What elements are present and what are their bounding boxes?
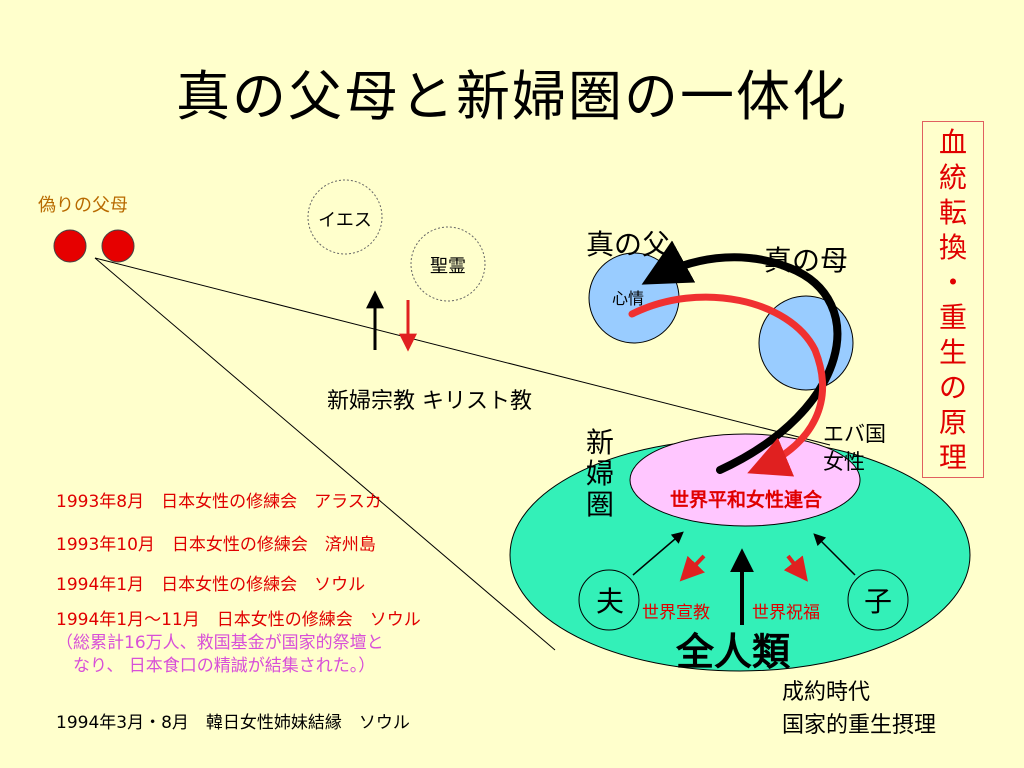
eva-nation-label: エバ国 女性	[823, 420, 886, 476]
blessing-arrow	[783, 554, 808, 582]
eva-nation-line: エバ国	[823, 422, 886, 446]
event-item-last: 1994年3月・8月 韓日女性姉妹結縁 ソウル	[56, 713, 410, 733]
bride-sphere-label: 新 婦 圏	[580, 427, 620, 520]
era-label: 成約時代 国家的重生摂理	[782, 676, 936, 742]
line-to-eva-nation	[94, 257, 831, 446]
jesus-circle	[307, 179, 383, 255]
principle-char: の	[938, 370, 967, 404]
event-long-note: なり、 日本食口の精誠が結集された。）	[56, 656, 376, 676]
era-line: 国家的重生摂理	[782, 713, 937, 738]
principle-char: 原	[938, 405, 967, 439]
world-mission-label: 世界宣教	[642, 603, 710, 623]
red-curved-arrow	[628, 293, 826, 477]
heart-label: 心情	[612, 289, 645, 308]
bride-religion-label: 新婦宗教 キリスト教	[327, 389, 532, 414]
holy-spirit-label: 聖霊	[430, 256, 466, 277]
mankind-label: 全人類	[676, 630, 791, 674]
black-curved-arrow	[641, 240, 842, 474]
event-long-note: （総累計16万人、救国基金が国家的祭壇と	[56, 633, 384, 653]
principle-char: 転	[938, 195, 967, 229]
principle-char: 理	[938, 440, 967, 474]
jesus-label: イエス	[318, 210, 372, 231]
principle-char: 血	[938, 125, 967, 159]
world-blessing-label: 世界祝福	[752, 603, 820, 623]
husband-circle	[578, 569, 640, 631]
child-arrow	[813, 533, 856, 576]
federation-label: 世界平和女性連合	[669, 489, 822, 511]
bride-sphere-char: 新	[585, 426, 614, 459]
principle-char: 生	[938, 335, 967, 369]
bride-sphere-char: 婦	[585, 457, 614, 490]
page-title: 真の父母と新婦圏の一体化	[176, 65, 848, 128]
husband-arrow	[632, 531, 684, 576]
false-parent-circle-right	[101, 229, 135, 263]
line-to-mankind	[94, 257, 556, 651]
eva-nation-line: 女性	[823, 450, 865, 474]
holy-spirit-circle	[410, 226, 486, 302]
false-parents-label: 偽りの父母	[38, 195, 128, 216]
mission-arrow	[679, 554, 706, 582]
true-father-label: 真の父	[586, 228, 671, 261]
child-circle	[847, 569, 909, 631]
bride-sphere-char: 圏	[585, 488, 614, 521]
event-long-line: 1994年1月～11月 日本女性の修練会 ソウル	[56, 610, 421, 630]
event-item: 1994年1月 日本女性の修練会 ソウル	[56, 575, 366, 595]
event-item: 1993年10月 日本女性の修練会 済州島	[56, 535, 376, 555]
true-mother-label: 真の母	[764, 244, 849, 277]
principle-char: 換	[938, 230, 967, 264]
event-item-long: 1994年1月～11月 日本女性の修練会 ソウル （総累計16万人、救国基金が国…	[56, 609, 421, 678]
federation-ellipse	[629, 433, 861, 527]
principle-char: 統	[938, 160, 967, 194]
child-label: 子	[863, 585, 892, 618]
principle-box: 血 統 転 換 ・ 重 生 の 原 理	[922, 121, 984, 478]
era-line: 成約時代	[782, 680, 871, 705]
event-item: 1993年8月 日本女性の修練会 アラスカ	[56, 492, 382, 512]
principle-char: 重	[938, 300, 967, 334]
principle-char: ・	[938, 265, 967, 299]
false-parent-circle-left	[53, 229, 87, 263]
husband-label: 夫	[595, 585, 624, 618]
